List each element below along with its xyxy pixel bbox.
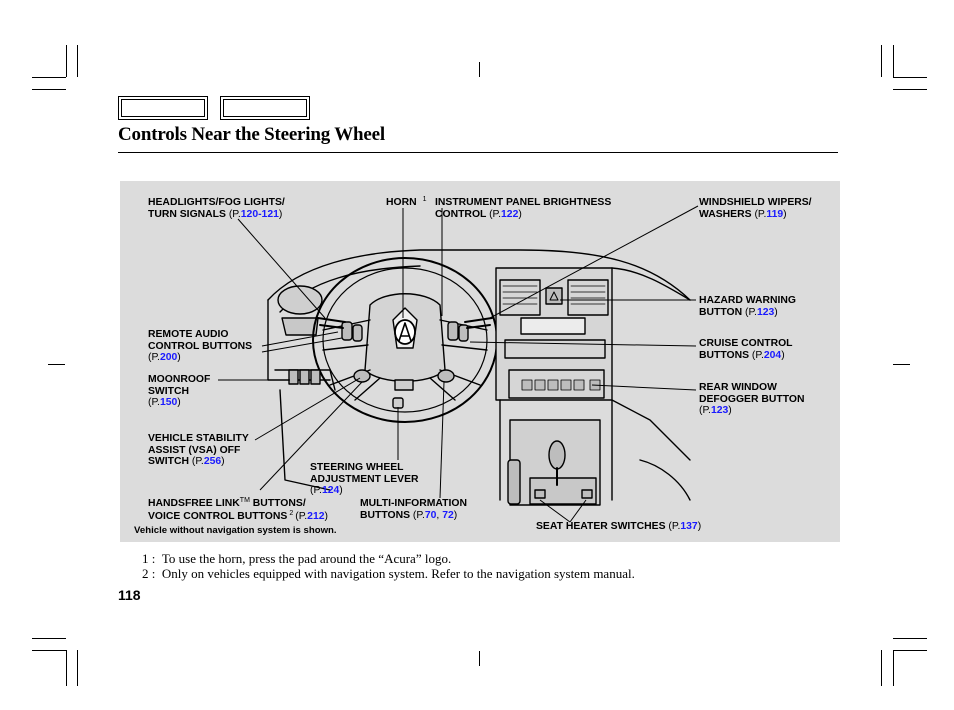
label-multi-information: MULTI-INFORMATION BUTTONS (P.70, 72) [360,498,467,521]
label-cruise-control: CRUISE CONTROL BUTTONS (P.204) [699,338,793,361]
figure-panel [120,181,840,542]
label-moonroof: MOONROOF SWITCH (P.150) [148,374,211,408]
label-hazard-warning: HAZARD WARNING BUTTON (P.123) [699,295,796,318]
label-instrument-brightness: INSTRUMENT PANEL BRIGHTNESS CONTROL (P.1… [435,197,612,220]
label-remote-audio: REMOTE AUDIO CONTROL BUTTONS (P.200) [148,329,253,363]
label-steering-adjustment: STEERING WHEEL ADJUSTMENT LEVER (P.124) [310,462,419,496]
label-seat-heater: SEAT HEATER SWITCHES (P.137) [536,521,702,532]
figure-note: Vehicle without navigation system is sho… [134,525,337,536]
header-tab-2 [220,96,310,120]
label-handsfree-link: HANDSFREE LINKTM BUTTONS/ VOICE CONTROL … [148,497,328,522]
page-title: Controls Near the Steering Wheel [118,124,385,145]
label-headlights: HEADLIGHTS/FOG LIGHTS/ TURN SIGNALS (P.1… [148,197,285,220]
footnote-1: 1 : To use the horn, press the pad aroun… [142,551,452,566]
footnote-2: 2 : Only on vehicles equipped with navig… [142,566,635,581]
label-windshield-wipers: WINDSHIELD WIPERS/ WASHERS (P.119) [699,197,812,220]
title-rule [118,152,838,153]
label-rear-window-defogger: REAR WINDOW DEFOGGER BUTTON (P.123) [699,382,805,416]
label-vsa-off-switch: VEHICLE STABILITY ASSIST (VSA) OFF SWITC… [148,433,249,467]
page-number: 118 [118,587,141,603]
header-tab-1 [118,96,208,120]
